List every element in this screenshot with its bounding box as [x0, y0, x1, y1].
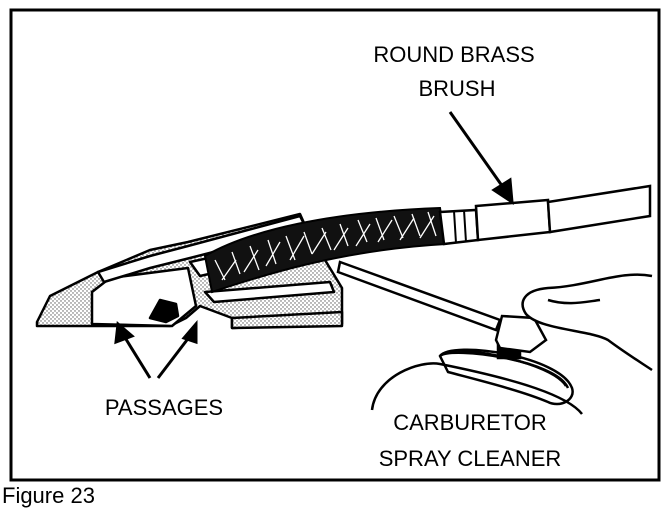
spray-straw	[336, 260, 502, 332]
passages-label: PASSAGES	[105, 395, 223, 420]
brush-label-line2: BRUSH	[418, 76, 495, 101]
cleaner-label-line1: CARBURETOR	[393, 410, 547, 435]
cleaner-label-line2: SPRAY CLEANER	[379, 446, 562, 471]
figure-frame	[9, 8, 661, 482]
figure-caption: Figure 23	[2, 483, 95, 508]
spray-can	[370, 314, 583, 415]
leader-arrows	[114, 111, 514, 379]
brush-label-line1: ROUND BRASS	[373, 42, 534, 67]
brass-brush	[203, 184, 652, 294]
hand	[521, 273, 653, 372]
